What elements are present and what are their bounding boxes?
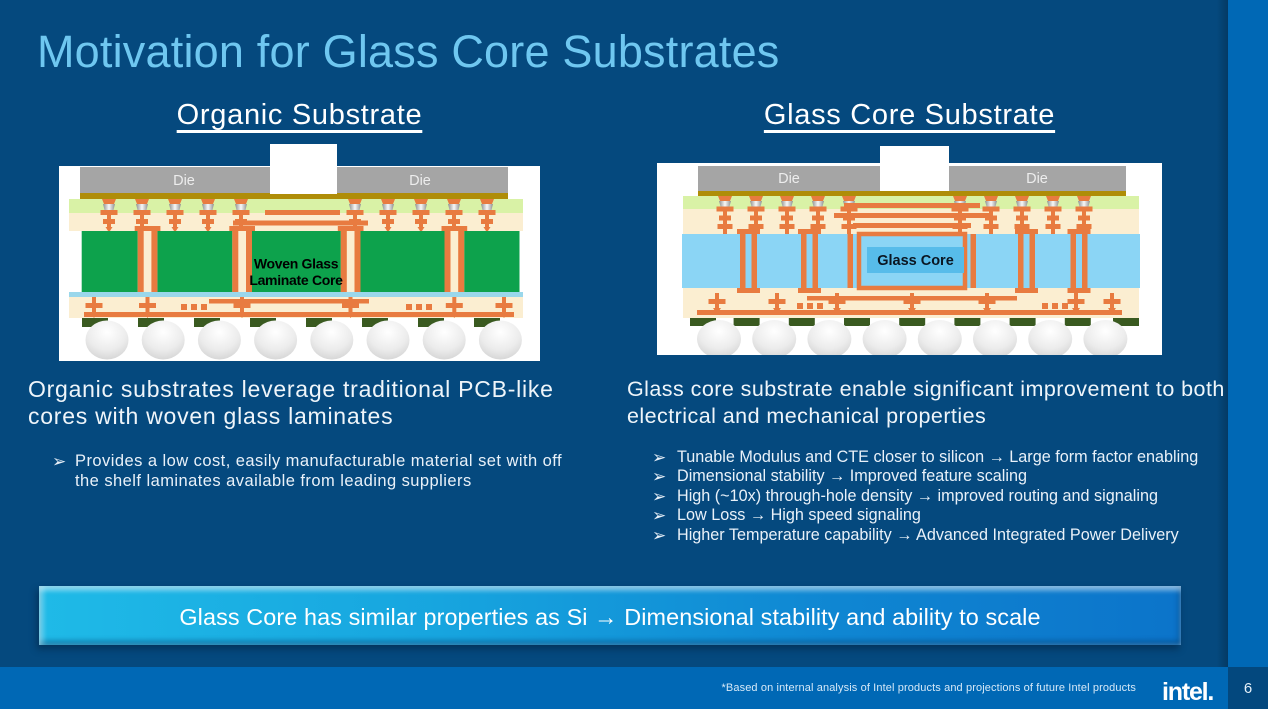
- list-item: ➢ High (~10x) through-hole density → imp…: [652, 486, 1158, 506]
- die-label-left: Die: [778, 171, 800, 187]
- right-description: Glass core substrate enable significant …: [627, 377, 1225, 428]
- bridge-underfill: [875, 191, 955, 199]
- list-item: ➢ Higher Temperature capability → Advanc…: [652, 525, 1179, 545]
- key-message-banner: Glass Core has similar properties as Si …: [39, 586, 1181, 645]
- glass-core-substrate-diagram: Die Die Glass Core: [657, 163, 1162, 358]
- organic-substrate-diagram: Die Die Woven Glass Laminate Core: [59, 166, 540, 361]
- right-diagram-cutout: [880, 146, 949, 191]
- right-bullet-list: ➢ Tunable Modulus and CTE closer to sili…: [652, 448, 1232, 545]
- die-label-left: Die: [173, 173, 195, 189]
- right-column-heading: Glass Core Substrate: [763, 99, 1056, 131]
- core-label-line1: Woven Glass: [254, 256, 339, 272]
- list-item: ➢ Dimensional stability → Improved featu…: [652, 467, 1027, 487]
- left-description: Organic substrates leverage traditional …: [28, 376, 554, 429]
- banner-text: Glass Core has similar properties as Si …: [179, 603, 1041, 630]
- footnote: *Based on internal analysis of Intel pro…: [721, 682, 1136, 694]
- bottom-routing: [84, 297, 514, 318]
- bullet-arrow-icon: ➢: [652, 525, 667, 545]
- glass-diagram-container: Die Die Glass Core: [657, 163, 1162, 358]
- bullet-arrow-icon: ➢: [652, 506, 667, 526]
- glass-core-label-box: [867, 247, 964, 273]
- die-label-right: Die: [1026, 171, 1048, 187]
- list-item: ➢ Provides a low cost, easily manufactur…: [52, 452, 563, 490]
- bullet-arrow-icon: ➢: [52, 452, 67, 471]
- center-routing: [233, 210, 368, 226]
- core-label-line2: Laminate Core: [249, 272, 343, 288]
- core-bottom-line: [69, 292, 523, 297]
- bullet-arrow-icon: ➢: [652, 467, 667, 487]
- slide-title: Motivation for Glass Core Substrates: [37, 26, 780, 77]
- bridge-underfill: [267, 193, 343, 202]
- right-accent-stripe: [1228, 0, 1268, 667]
- intel-logo: intel.: [1162, 678, 1215, 706]
- die-label-right: Die: [409, 173, 431, 189]
- bga-pads: [690, 318, 1139, 326]
- center-routing: [834, 203, 990, 228]
- left-column-heading: Organic Substrate: [176, 99, 423, 131]
- list-item: ➢ Low Loss → High speed signaling: [652, 506, 921, 526]
- left-bullet-list: ➢ Provides a low cost, easily manufactur…: [52, 452, 592, 491]
- bottom-routing: [697, 293, 1122, 315]
- footer-bar: *Based on internal analysis of Intel pro…: [0, 667, 1228, 709]
- bullet-arrow-icon: ➢: [652, 486, 667, 506]
- left-diagram-cutout: [270, 144, 337, 194]
- glass-core-label: Glass Core: [877, 253, 954, 269]
- organic-diagram-container: Die Die Woven Glass Laminate Core: [59, 166, 540, 361]
- stripe-shadow: [1217, 0, 1228, 667]
- list-item: ➢ Tunable Modulus and CTE closer to sili…: [652, 448, 1199, 467]
- page-number: 6: [1228, 667, 1268, 709]
- bullet-arrow-icon: ➢: [652, 448, 667, 467]
- solder-resist-layer: [69, 199, 523, 213]
